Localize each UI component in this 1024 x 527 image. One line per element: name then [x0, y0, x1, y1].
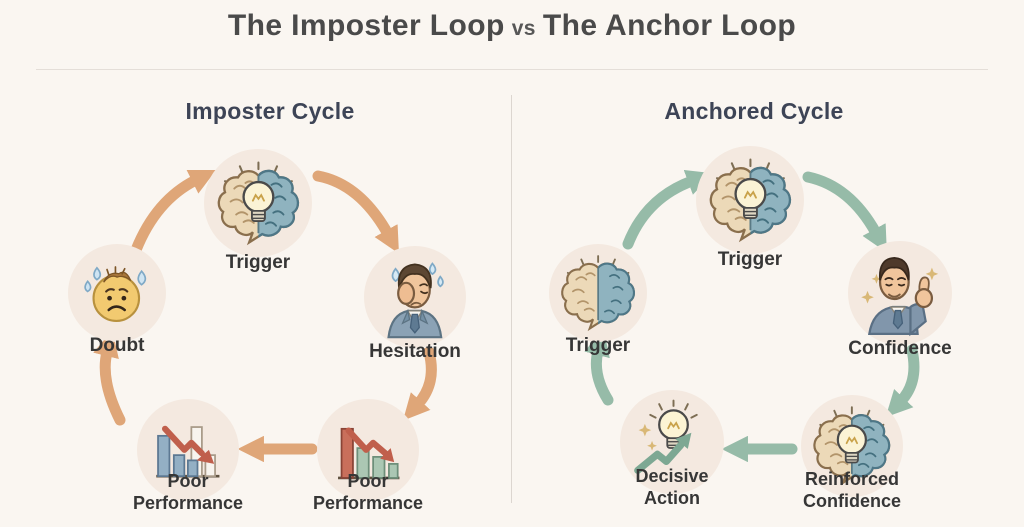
node-poor-performance-1: Poor Performance: [283, 399, 453, 515]
node-reinforced-confidence: Reinforced Confidence: [767, 395, 937, 513]
title-left: The Imposter Loop: [227, 9, 505, 42]
page-title: The Imposter Loop vs The Anchor Loop: [0, 9, 1024, 43]
node-label: Trigger: [717, 249, 783, 270]
node-badge: [317, 399, 419, 501]
brain-lightbulb-icon: [212, 157, 305, 250]
node-badge: [620, 390, 724, 494]
node-badge: [364, 246, 466, 348]
node-decisive-action: Decisive Action: [587, 390, 757, 510]
node-doubt: Doubt: [32, 244, 202, 357]
node-label: Poor Performance: [312, 471, 424, 513]
title-right: The Anchor Loop: [542, 9, 797, 42]
node-badge: [137, 399, 239, 501]
node-label: Hesitation: [369, 341, 461, 362]
vertical-divider: [511, 95, 512, 503]
node-anchored-trigger-top: Trigger: [665, 146, 835, 271]
thumbs-up-man-icon: [860, 257, 940, 336]
horizontal-divider: [36, 69, 988, 70]
node-hesitation: Hesitation: [330, 246, 500, 363]
node-label: Trigger: [565, 335, 631, 356]
node-badge: [801, 395, 903, 497]
node-label: Trigger: [225, 252, 291, 273]
node-badge: [848, 241, 952, 345]
node-badge: [68, 244, 166, 342]
worried-man-icon: [387, 262, 445, 339]
worried-emoji-icon: [83, 265, 147, 323]
node-label: Poor Performance: [132, 471, 244, 513]
split-brain-icon: [556, 251, 640, 335]
node-imposter-trigger: Trigger: [173, 149, 343, 274]
node-badge: [549, 244, 647, 342]
node-label: Reinforced Confidence: [802, 469, 901, 511]
node-poor-performance-2: Poor Performance: [103, 399, 273, 515]
node-label: Decisive Action: [635, 466, 709, 508]
node-badge: [204, 149, 312, 257]
anchored-cycle-heading: Anchored Cycle: [664, 98, 844, 124]
imposter-cycle-heading: Imposter Cycle: [185, 98, 355, 124]
node-label: Doubt: [89, 335, 145, 356]
title-vs: vs: [511, 17, 536, 40]
brain-lightbulb-icon: [704, 154, 797, 247]
node-badge: [696, 146, 804, 254]
node-confidence: Confidence: [815, 241, 985, 360]
node-label: Confidence: [848, 338, 952, 359]
node-anchored-trigger-left: Trigger: [513, 244, 683, 357]
